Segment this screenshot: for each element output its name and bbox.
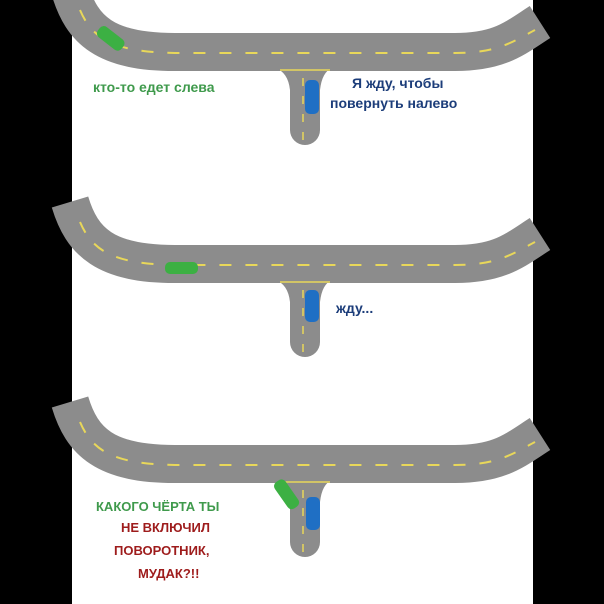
green-car	[274, 479, 300, 510]
blue-car	[305, 80, 319, 114]
green-car	[96, 26, 125, 51]
panel-1-road	[70, 0, 540, 145]
caption-waiting-line-1: Я жду, чтобы	[352, 75, 444, 91]
blue-car	[305, 290, 319, 322]
caption-angry-line-4: МУДАК?!!	[138, 566, 200, 581]
caption-angry-line-2: НЕ ВКЛЮЧИЛ	[121, 520, 210, 535]
caption-someone-coming: кто-то едет слева	[93, 79, 215, 95]
blue-car	[306, 497, 320, 530]
panel-2-road	[70, 202, 540, 357]
caption-waiting-line-2: повернуть налево	[330, 95, 458, 111]
caption-angry-line-3: ПОВОРОТНИК,	[114, 543, 210, 558]
caption-waiting: жду...	[336, 300, 374, 316]
caption-angry-line-1: КАКОГО ЧЁРТА ТЫ	[96, 499, 220, 514]
green-car	[165, 262, 198, 274]
